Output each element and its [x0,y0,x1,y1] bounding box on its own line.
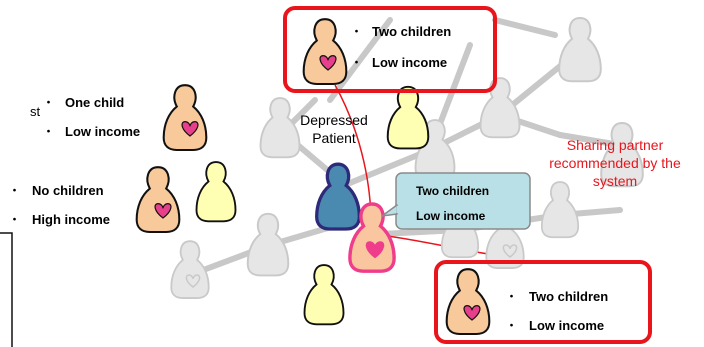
recommendation-label-line-1: Sharing partner [566,137,664,153]
bullet-icon: ・ [42,95,56,110]
bullet-icon: ・ [42,124,56,139]
callout-attribute: Low income [416,209,486,223]
left-edge-fragment: st [30,104,41,119]
node-attribute: Low income [65,124,141,139]
person-icon [540,181,580,239]
person-icon [303,264,345,326]
recommendation-label-line-2: recommended by the [549,155,681,171]
depressed-patient-icon [315,162,361,231]
person-icon [479,77,521,139]
person-icon [386,85,430,150]
person-icon [558,16,602,83]
node-attribute: Low income [529,318,605,333]
side-panel-frame [0,232,13,347]
bullet-icon: ・ [8,183,22,198]
bullet-icon: ・ [505,289,519,304]
node-attribute: Low income [372,55,448,70]
highlight-box-bottom [434,260,652,344]
node-attribute: Two children [372,24,452,39]
bullet-icon: ・ [350,24,364,39]
depressed-patient-label-line-2: Patient [312,130,356,146]
bullet-icon: ・ [8,212,22,227]
person-icon [246,212,290,277]
person-icon [195,161,237,223]
callout-bubble [381,172,531,230]
highlight-box-top [283,6,497,93]
node-attribute: High income [32,212,111,227]
bullet-icon: ・ [505,318,519,333]
bullet-icon: ・ [350,55,364,70]
callout-attribute: Two children [416,184,490,198]
person-icon [135,166,181,234]
recommendation-label-line-3: system [592,173,638,189]
person-icon [170,240,210,299]
person-icon [445,268,491,336]
person-icon [302,18,348,86]
person-icon [162,84,208,152]
depressed-patient-label-line-1: Depressed [300,112,368,128]
node-attribute: No children [32,183,104,198]
node-attribute: One child [65,95,125,110]
node-attribute: Two children [529,289,609,304]
